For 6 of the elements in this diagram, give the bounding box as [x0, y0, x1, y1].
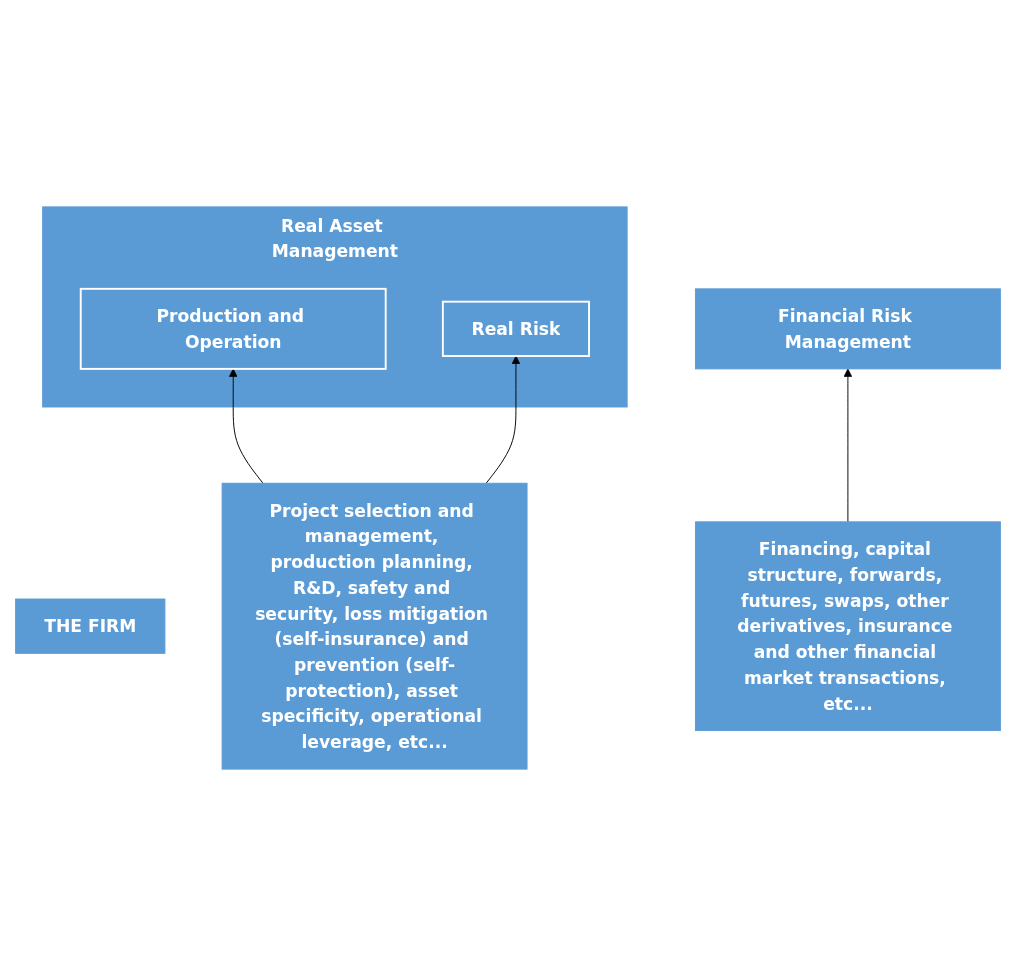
- node-box: Real Risk: [441, 300, 590, 357]
- node-box: Financing, capital structure, forwards, futures, swaps, other derivatives, insurance and other financial market transactions, etc...: [694, 520, 1001, 731]
- node-box: THE FIRM: [15, 598, 166, 654]
- node-box: Financial Risk Management: [694, 287, 1001, 369]
- node-box: Project selection and management, production planning, R&D, safety and security, loss mitigation (self-insurance) and prevention (self-protection), asset specificity, operational leverage, etc...: [221, 482, 528, 770]
- node-box: Production and Operation: [79, 287, 387, 370]
